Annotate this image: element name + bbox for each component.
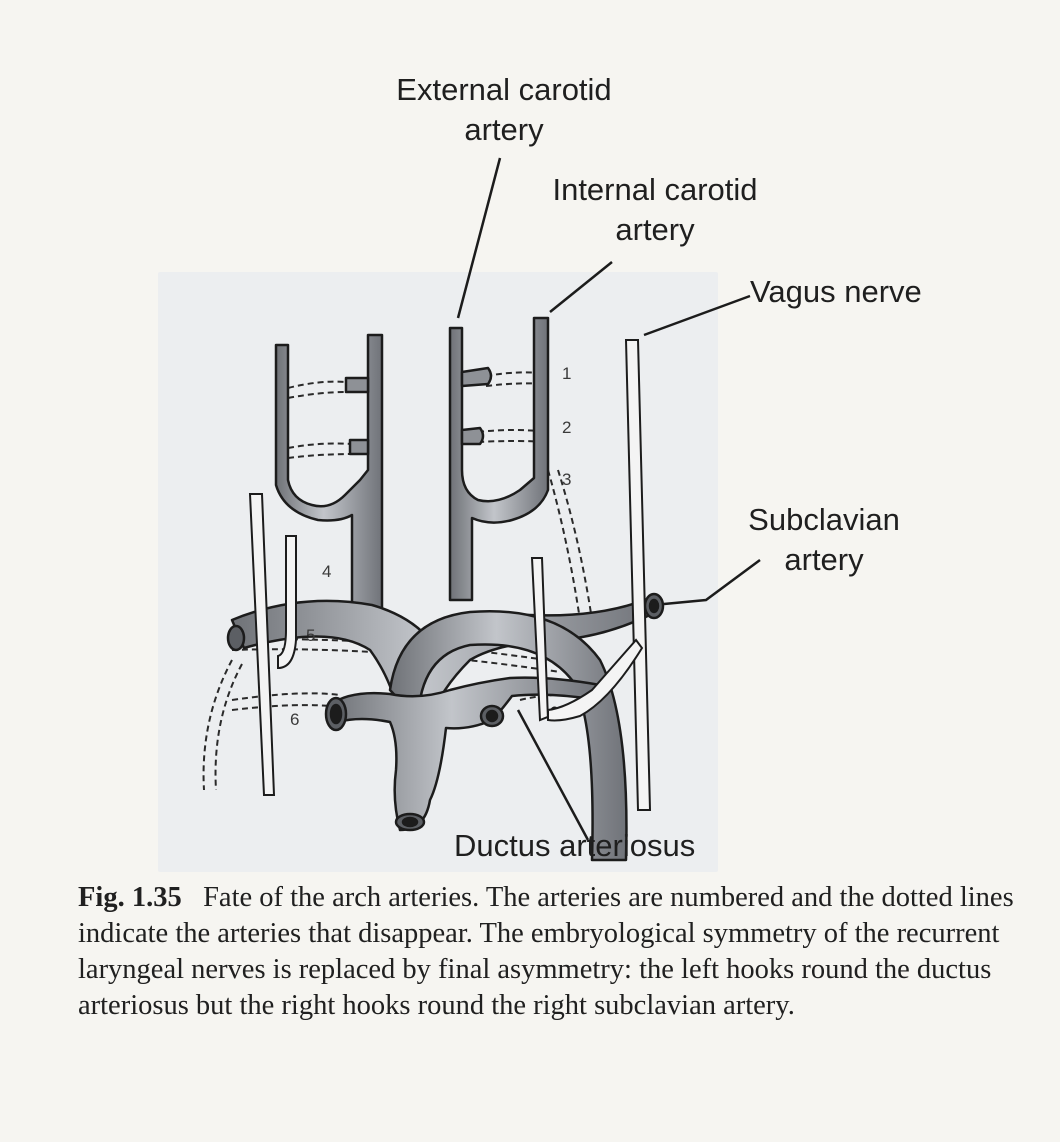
external-carotid-label: External carotid artery <box>364 70 644 150</box>
subclavian-artery-label: Subclavian artery <box>734 500 914 580</box>
ductus-arteriosus-label: Ductus arteriosus <box>454 828 696 863</box>
arch-number-6: 6 <box>290 710 300 729</box>
arch-number-2: 2 <box>562 418 572 437</box>
vagus-nerves <box>248 339 652 811</box>
arch-number-1: 1 <box>562 364 572 383</box>
arch-number-3: 3 <box>562 470 572 489</box>
external-carotid-line2: artery <box>464 112 544 147</box>
caption-text: Fate of the arch arteries. The arteries … <box>78 882 1014 1021</box>
internal-carotid-line2: artery <box>615 212 695 247</box>
figure-number: Fig. 1.35 <box>78 882 182 913</box>
figure-caption: Fig. 1.35 Fate of the arch arteries. The… <box>78 880 1038 1024</box>
arch-number-5: 5 <box>306 626 316 645</box>
leader-lines <box>456 157 761 841</box>
arteries <box>226 316 665 862</box>
internal-carotid-line1: Internal carotid <box>552 172 758 207</box>
subclavian-line1: Subclavian <box>748 502 900 537</box>
vagus-nerve-label: Vagus nerve <box>750 274 922 309</box>
external-carotid-line1: External carotid <box>396 72 612 107</box>
internal-carotid-label: Internal carotid artery <box>520 170 790 250</box>
arch-number-4: 4 <box>322 562 332 581</box>
subclavian-line2: artery <box>784 542 864 577</box>
